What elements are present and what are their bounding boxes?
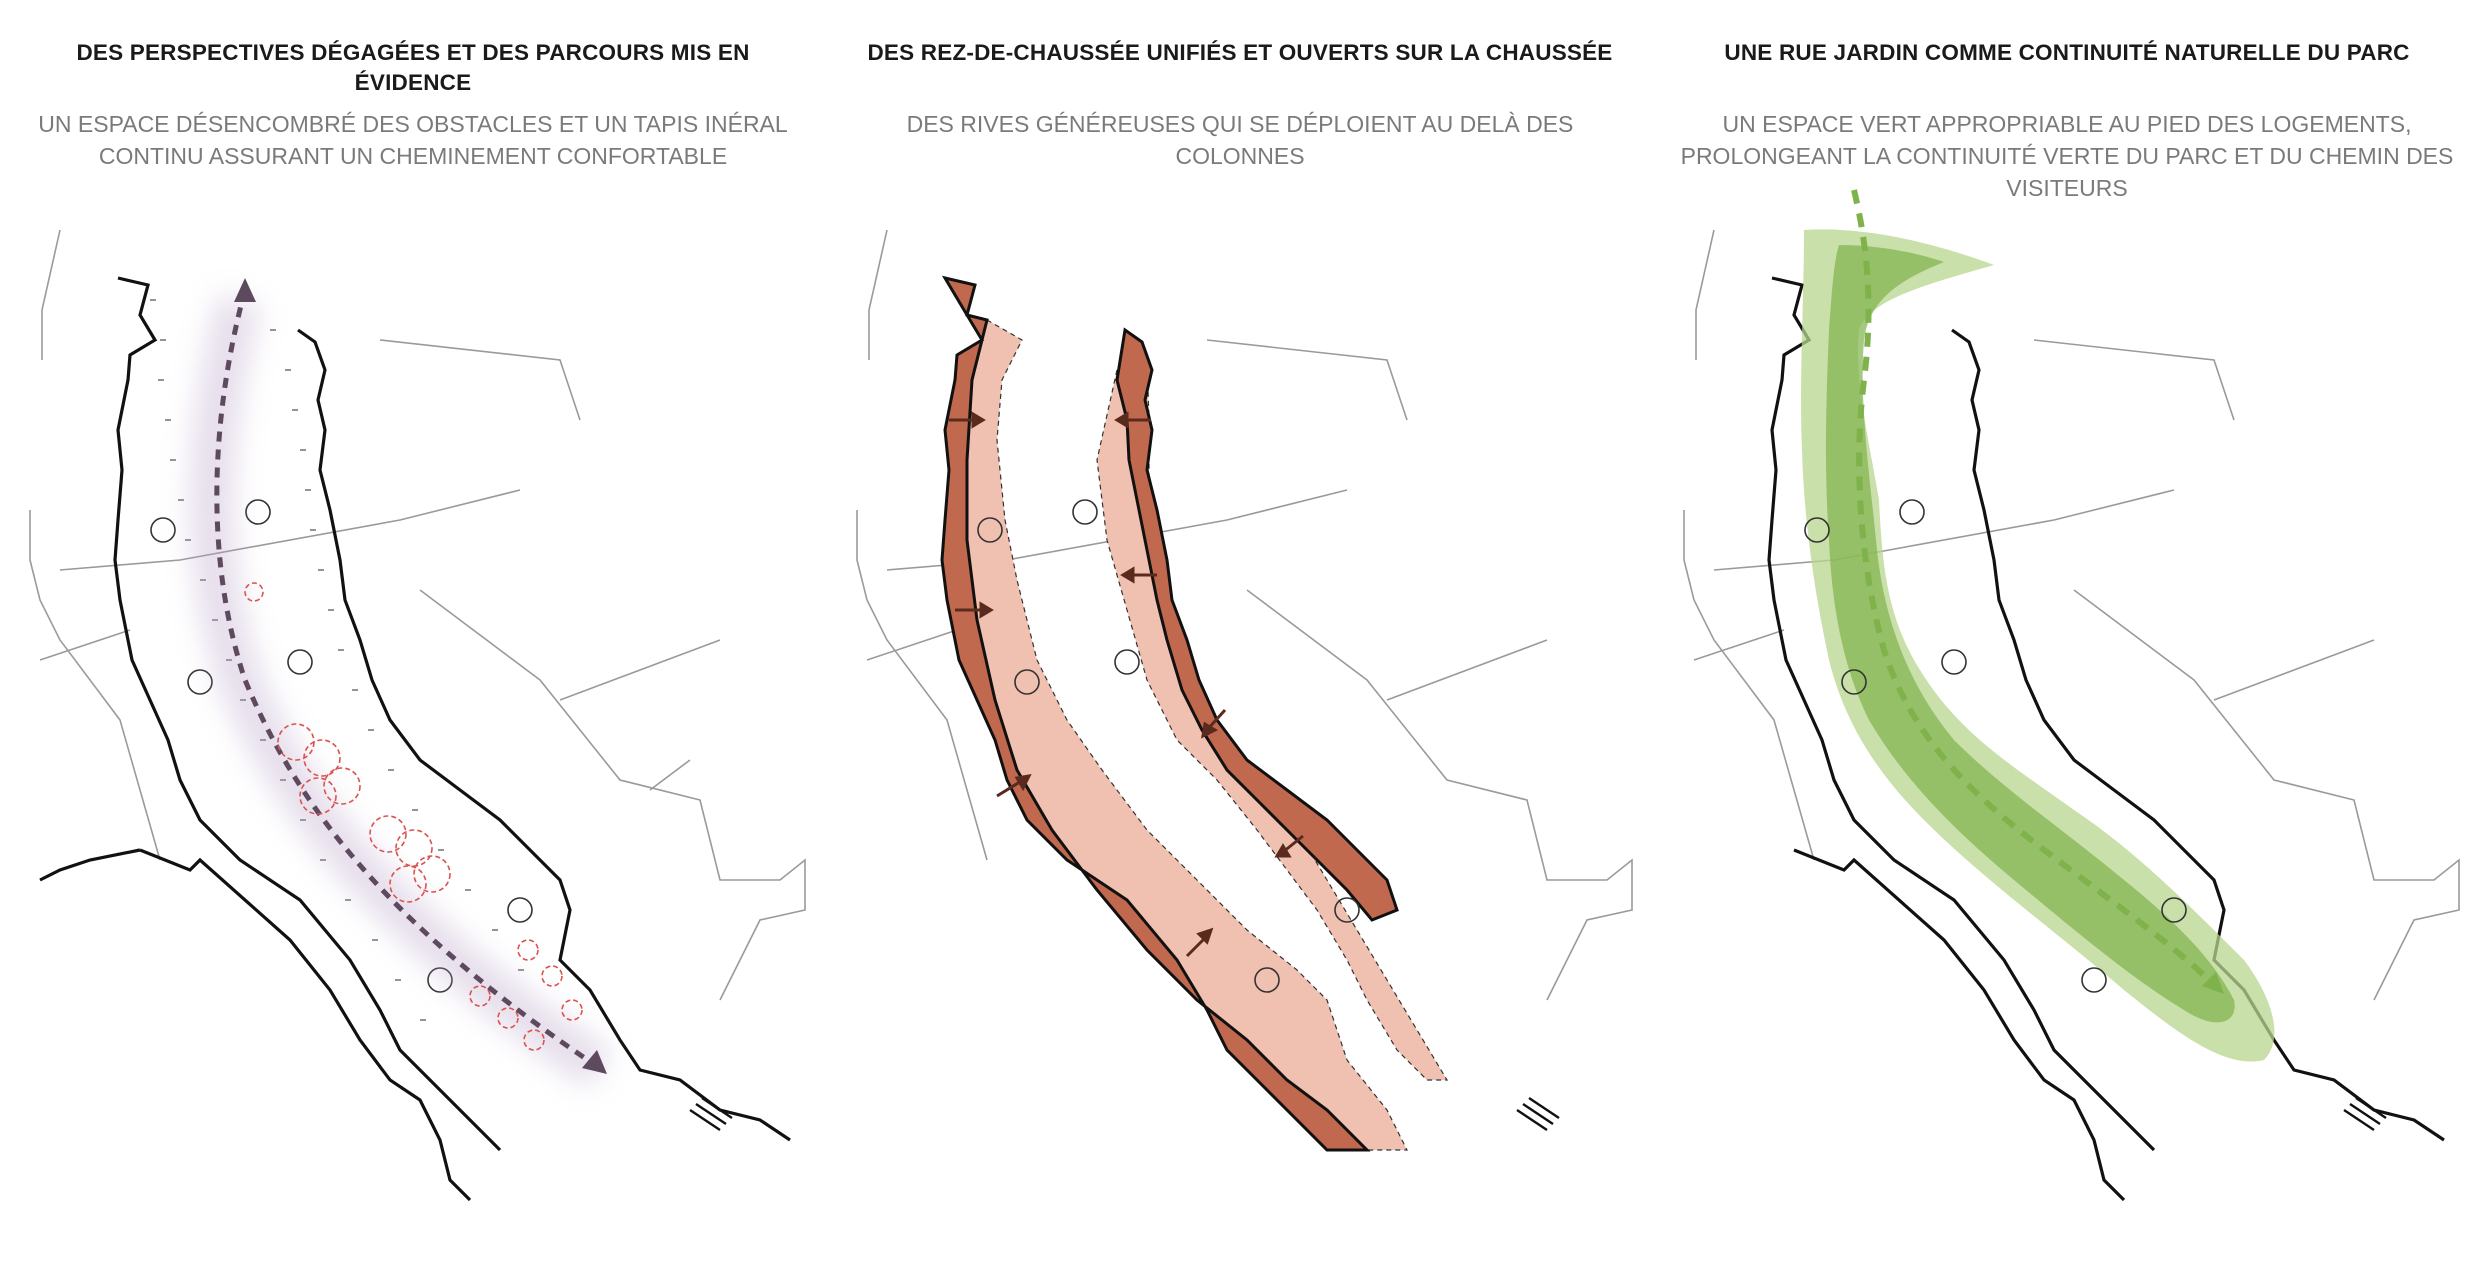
panel-title: UNE RUE JARDIN COMME CONTINUITÉ NATURELL…	[1724, 40, 2410, 65]
facades	[39, 276, 791, 1202]
facades	[1767, 276, 2445, 1202]
context-buildings	[29, 229, 806, 1001]
crosswalk-lines	[1516, 1097, 1560, 1131]
tapis-mineral-glow	[189, 294, 613, 1089]
panel-subtitle: UN ESPACE DÉSENCOMBRÉ DES OBSTACLES ET U…	[38, 111, 788, 169]
stair-symbols	[977, 499, 1360, 993]
rive-dark-bands	[940, 275, 1399, 1152]
arrow-head-south	[582, 1050, 607, 1074]
arrow-head-north	[234, 278, 256, 302]
visitor-path-arrow	[1851, 189, 2217, 988]
existing-trees	[244, 582, 583, 1051]
panel-subtitle: DES RIVES GÉNÉREUSES QUI SE DÉPLOIENT AU…	[906, 111, 1574, 169]
site-plan-rives	[856, 229, 1633, 1152]
crosswalk-lines	[689, 1097, 733, 1131]
panel-rue-jardin: UNE RUE JARDIN COMME CONTINUITÉ NATURELL…	[1654, 0, 2480, 1280]
panel-subtitle: UN ESPACE VERT APPROPRIABLE AU PIED DES …	[1680, 111, 2454, 201]
panel-title: DES PERSPECTIVES DÉGAGÉES ET DES PARCOUR…	[76, 40, 750, 95]
panel-title: DES REZ-DE-CHAUSSÉE UNIFIÉS ET OUVERTS S…	[867, 40, 1613, 65]
opening-arrows	[949, 411, 1304, 958]
context-buildings	[1683, 229, 2460, 1001]
stair-symbols	[1804, 499, 2187, 993]
site-plan-rue-jardin	[1683, 189, 2460, 1202]
panel-perspectives: DES PERSPECTIVES DÉGAGÉES ET DES PARCOUR…	[0, 0, 826, 1280]
arrow-head-south	[2202, 972, 2224, 994]
crosswalk-lines	[2343, 1097, 2387, 1131]
site-plan-perspectives	[29, 229, 806, 1202]
parcours-arrow	[214, 289, 597, 1068]
panel-rez-de-chaussee: DES REZ-DE-CHAUSSÉE UNIFIÉS ET OUVERTS S…	[827, 0, 1653, 1280]
